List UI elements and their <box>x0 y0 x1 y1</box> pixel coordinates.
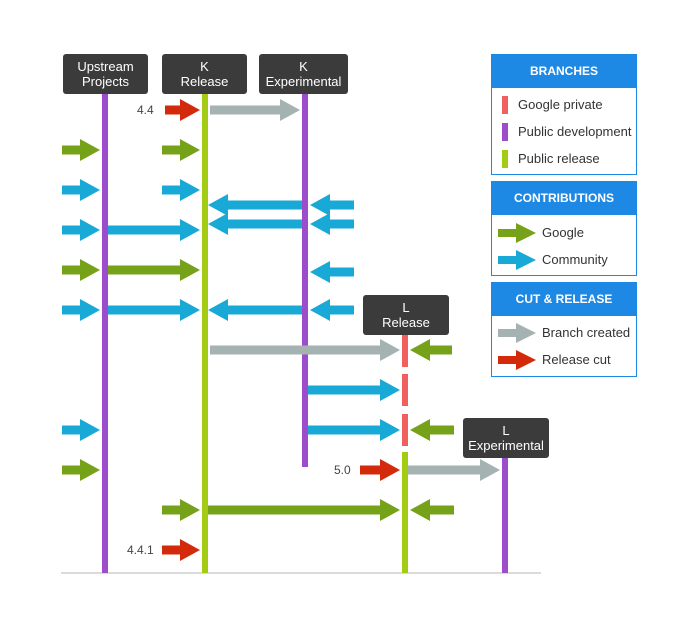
community-contribution-arrow <box>208 194 302 216</box>
google-contribution-arrow <box>410 499 454 521</box>
community-contribution-arrow <box>208 213 302 235</box>
google-contribution-arrow <box>162 139 200 161</box>
version-label-4-4: 4.4 <box>137 103 154 117</box>
community-contribution-arrow <box>62 219 100 241</box>
community-contribution-arrow <box>62 299 100 321</box>
google-contribution-arrow <box>62 139 100 161</box>
lane-header-upstream-projects: Upstream Projects <box>63 54 148 94</box>
lane-line-k-experimental <box>302 94 308 467</box>
lane-header-l-release: L Release <box>363 295 449 335</box>
legend-item-public-development: Public development <box>492 118 636 145</box>
red-swatch-icon <box>502 95 508 114</box>
lane-segment-l-release-private <box>402 374 408 406</box>
lane-header-k-release: K Release <box>162 54 247 94</box>
lane-header-line: Experimental <box>468 438 544 453</box>
lane-header-line: L <box>402 300 410 315</box>
blue-arrow-icon <box>498 249 536 270</box>
google-contribution-arrow <box>108 259 200 281</box>
release-cut-arrow <box>165 99 200 121</box>
red-arrow-icon <box>498 349 536 370</box>
lane-line-upstream <box>102 94 108 573</box>
lane-header-l-experimental: L Experimental <box>463 418 549 458</box>
lane-line-l-release-public <box>402 452 408 573</box>
legend-title: CUT & RELEASE <box>491 282 637 316</box>
purple-swatch-icon <box>502 122 508 141</box>
release-cut-arrow <box>360 459 400 481</box>
lane-header-line: L <box>502 423 510 438</box>
legend-item-label: Google <box>542 225 584 240</box>
google-contribution-arrow <box>208 499 400 521</box>
legend-cut-release: CUT & RELEASE Branch created Release cut <box>491 282 637 377</box>
legend-item-label: Public release <box>518 151 600 166</box>
legend-item-label: Branch created <box>542 325 631 340</box>
legend-contributions: CONTRIBUTIONS Google Community <box>491 181 637 276</box>
lane-line-l-experimental <box>502 458 508 573</box>
lane-segment-l-release-private <box>402 414 408 446</box>
lane-line-k-release <box>202 94 208 573</box>
version-label-5-0: 5.0 <box>334 463 351 477</box>
lane-header-line: Release <box>382 315 430 330</box>
legend-item-label: Google private <box>518 97 603 112</box>
legend-branches: BRANCHES Google private Public developme… <box>491 54 637 175</box>
community-contribution-arrow <box>310 194 354 216</box>
lane-header-line: Projects <box>82 74 129 89</box>
release-cut-arrow <box>162 539 200 561</box>
community-contribution-arrow <box>310 261 354 283</box>
legend-item-branch-created: Branch created <box>492 319 636 346</box>
legend-item-google: Google <box>492 219 636 246</box>
google-contribution-arrow <box>410 419 454 441</box>
legend-item-public-release: Public release <box>492 145 636 172</box>
legend-item-community: Community <box>492 246 636 273</box>
community-contribution-arrow <box>310 299 354 321</box>
community-contribution-arrow <box>108 299 200 321</box>
google-contribution-arrow <box>62 259 100 281</box>
branch-created-arrow <box>408 459 500 481</box>
green-arrow-icon <box>498 222 536 243</box>
community-contribution-arrow <box>62 419 100 441</box>
lane-header-k-experimental: K Experimental <box>259 54 348 94</box>
community-contribution-arrow <box>62 179 100 201</box>
branch-created-arrow <box>210 99 300 121</box>
lane-header-line: Upstream <box>77 59 134 74</box>
community-contribution-arrow <box>108 219 200 241</box>
legend-item-google-private: Google private <box>492 91 636 118</box>
community-contribution-arrow <box>208 299 302 321</box>
legend-item-release-cut: Release cut <box>492 346 636 373</box>
legend-item-label: Public development <box>518 124 632 139</box>
lane-header-line: Experimental <box>265 74 342 89</box>
version-label-4-4-1: 4.4.1 <box>127 543 154 557</box>
legend-title: BRANCHES <box>491 54 637 88</box>
google-contribution-arrow <box>162 499 200 521</box>
lane-header-line: K <box>200 59 209 74</box>
lime-swatch-icon <box>502 149 508 168</box>
lane-segment-l-release-private <box>402 335 408 367</box>
community-contribution-arrow <box>308 379 400 401</box>
community-contribution-arrow <box>162 179 200 201</box>
lane-header-line: K <box>299 59 308 74</box>
legend-title: CONTRIBUTIONS <box>491 181 637 215</box>
legend-item-label: Release cut <box>542 352 611 367</box>
lane-header-line: Release <box>180 74 229 89</box>
google-contribution-arrow <box>62 459 100 481</box>
gray-arrow-icon <box>498 322 536 343</box>
community-contribution-arrow <box>308 419 400 441</box>
community-contribution-arrow <box>310 213 354 235</box>
branch-created-arrow <box>210 339 400 361</box>
google-contribution-arrow <box>410 339 452 361</box>
legend-item-label: Community <box>542 252 608 267</box>
